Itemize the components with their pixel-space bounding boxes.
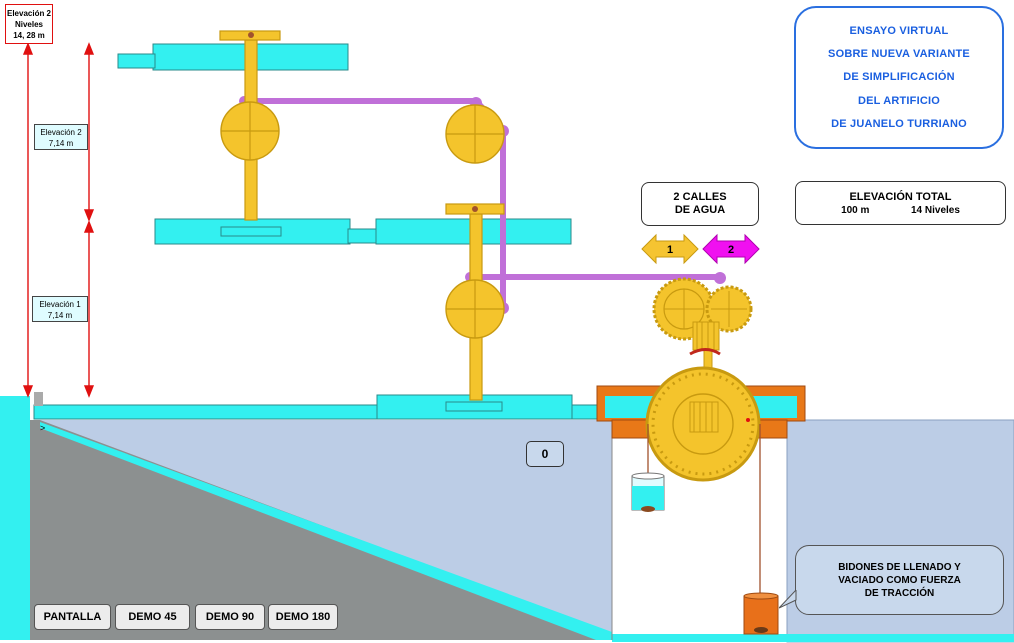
top-bucket xyxy=(631,472,665,512)
demo-90-button[interactable]: DEMO 90 xyxy=(195,604,265,630)
arrow-calle-1 xyxy=(641,233,699,265)
frame-left-block xyxy=(611,419,649,439)
title-line5: DE JUANELO TURRIANO xyxy=(831,117,967,130)
bottom-bucket xyxy=(743,592,779,635)
shaft-caps xyxy=(248,32,478,212)
elevation-total-title: ELEVACIÓN TOTAL xyxy=(849,191,952,203)
level2-channel-joint xyxy=(347,228,379,244)
arrow-calle-1-label: 1 xyxy=(667,244,673,256)
elev-top-line2: Niveles xyxy=(14,20,44,29)
level2-slot xyxy=(220,226,282,237)
small-marker: > xyxy=(40,423,45,433)
elev-top-line1: Elevación 2 xyxy=(6,9,52,18)
counter-display: 0 xyxy=(526,441,564,467)
left-water-edge xyxy=(0,396,30,640)
top-channel-outlet xyxy=(117,53,156,69)
elev-top-line3: 14, 28 m xyxy=(13,31,45,40)
gear-crosses xyxy=(221,102,504,338)
pantalla-button[interactable]: PANTALLA xyxy=(34,604,111,630)
title-line1: ENSAYO VIRTUAL xyxy=(849,25,949,38)
shafts xyxy=(219,30,505,401)
ground-left-post xyxy=(34,392,43,406)
well-bottom-water xyxy=(612,634,1014,642)
dimension-lines xyxy=(22,42,95,398)
elevation-total-label: Elevación 2 Niveles 14, 28 m xyxy=(5,4,53,44)
callout-line3: DE TRACCIÓN xyxy=(864,587,935,599)
callout-pointer xyxy=(779,590,797,609)
callout-line1: BIDONES DE LLENADO Y xyxy=(838,561,961,573)
elev1-line1: Elevación 1 xyxy=(39,300,81,309)
elevation-2-label: Elevación 2 7,14 m xyxy=(34,124,88,150)
callout-line2: VACIADO COMO FUERZA xyxy=(838,574,961,586)
calles-line1: 2 CALLES xyxy=(673,191,727,203)
bucket-callout: BIDONES DE LLENADO Y VACIADO COMO FUERZA… xyxy=(795,545,1004,615)
demo-180-button[interactable]: DEMO 180 xyxy=(268,604,338,630)
ropes xyxy=(647,424,761,596)
elevation-total-box: ELEVACIÓN TOTAL 100 m 14 Niveles xyxy=(795,181,1006,225)
elev2-line2: 7,14 m xyxy=(48,139,74,148)
title-line4: DEL ARTIFICIO xyxy=(857,94,941,107)
elev2-line1: Elevación 2 xyxy=(40,128,82,137)
elevation-1-label: Elevación 1 7,14 m xyxy=(32,296,88,322)
elevation-total-levels: 14 Niveles xyxy=(910,205,960,216)
elevation-total-height: 100 m xyxy=(841,205,870,216)
title-panel: ENSAYO VIRTUAL SOBRE NUEVA VARIANTE DE S… xyxy=(794,6,1004,149)
title-line2: SOBRE NUEVA VARIANTE xyxy=(828,48,970,61)
elevation-total-values: 100 m 14 Niveles xyxy=(796,204,1005,217)
calles-box: 2 CALLES DE AGUA xyxy=(641,182,759,226)
arrow-calle-2-label: 2 xyxy=(728,244,734,256)
title-line3: DE SIMPLIFICACIÓN xyxy=(843,71,955,84)
ground-basin-slot xyxy=(445,401,503,412)
frame-right-block xyxy=(757,419,788,439)
water-slope xyxy=(40,422,612,640)
arrow-calle-2 xyxy=(702,233,760,265)
demo-45-button[interactable]: DEMO 45 xyxy=(115,604,190,630)
twin-gears xyxy=(652,277,753,341)
calles-line2: DE AGUA xyxy=(674,204,726,216)
big-wheel xyxy=(645,366,761,482)
rotation-arrow xyxy=(689,348,721,356)
elev1-line2: 7,14 m xyxy=(47,311,73,320)
